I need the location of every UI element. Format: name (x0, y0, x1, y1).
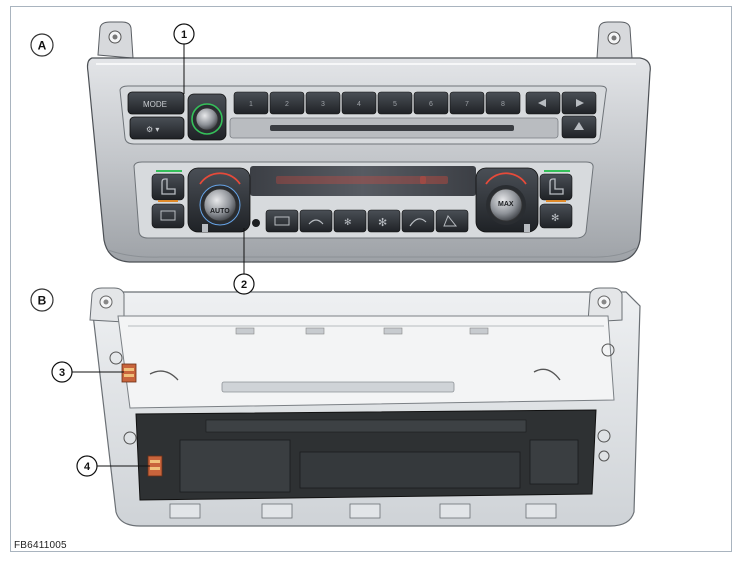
defrost-icon (308, 219, 324, 225)
front-defrost-button[interactable] (299, 209, 333, 233)
fan-up-button[interactable] (367, 209, 401, 233)
temp-sensor (252, 219, 260, 227)
view-a-drawing: MODE ⚙ ▾ 1 2 3 4 5 6 7 8 (86, 21, 651, 263)
mounting-tab-left (97, 21, 134, 59)
mounting-tab-b-left (89, 287, 125, 323)
callout-2: 2 (233, 228, 255, 295)
fan-icon: ✻ (344, 217, 352, 227)
preset-3-button[interactable] (305, 91, 341, 115)
callout-1-number: 1 (181, 29, 187, 41)
seat-heat-icon (161, 178, 176, 195)
view-b-label: B (38, 294, 47, 308)
preset-8-label: 8 (501, 101, 505, 108)
connector-4 (147, 455, 163, 477)
connector-3 (121, 363, 137, 383)
ac-button[interactable] (539, 203, 573, 229)
view-b-badge: B (30, 288, 54, 312)
preset-3-label: 3 (321, 101, 325, 108)
preset-4-label: 4 (357, 101, 361, 108)
preset-2-label: 2 (285, 101, 289, 108)
rear-window-defrost-button[interactable] (265, 209, 299, 233)
voice-button[interactable] (129, 116, 185, 140)
preset-2-button[interactable] (269, 91, 305, 115)
eject-icon (574, 122, 584, 130)
fan-down-button[interactable] (333, 209, 367, 233)
callout-1: 1 (173, 23, 195, 94)
svg-text:✻: ✻ (551, 213, 559, 224)
preset-8-button[interactable] (485, 91, 521, 115)
preset-6-button[interactable] (413, 91, 449, 115)
preset-1-label: 1 (249, 101, 253, 108)
mode-button[interactable] (127, 91, 185, 115)
view-a-label: A (38, 39, 47, 53)
rear-defrost-button[interactable] (151, 203, 185, 229)
callout-3: 3 (51, 361, 124, 383)
preset-7-button[interactable] (449, 91, 485, 115)
right-temp-knob[interactable]: MAX (475, 167, 539, 233)
seat-heat-left-button[interactable] (151, 173, 185, 201)
recirculation-icon (409, 218, 427, 227)
recirculation-button[interactable] (401, 209, 435, 233)
max-label: MAX (498, 201, 514, 208)
view-b-drawing (89, 287, 641, 527)
volume-knob[interactable] (187, 93, 227, 141)
callout-2-number: 2 (241, 279, 247, 291)
climate-buttons: ✻ ✻ (265, 209, 469, 233)
seat-heat-right-button[interactable] (539, 173, 573, 201)
preset-4-button[interactable] (341, 91, 377, 115)
auto-label: AUTO (210, 208, 230, 215)
bottom-clips (169, 503, 557, 519)
mode-label: MODE (143, 100, 167, 109)
mounting-tab-b-right (587, 287, 623, 323)
radio-module-back (117, 315, 615, 409)
callout-3-number: 3 (59, 367, 65, 379)
figure-code: FB6411005 (14, 540, 67, 551)
left-temp-knob[interactable]: AUTO (187, 167, 251, 233)
preset-7-label: 7 (465, 101, 469, 108)
callout-4: 4 (76, 455, 150, 477)
voice-icon: ⚙ ▾ (146, 125, 159, 134)
preset-1-button[interactable] (233, 91, 269, 115)
seek-back-icon (538, 99, 546, 107)
preset-buttons: 1 2 3 4 5 6 7 8 (233, 91, 521, 115)
preset-5-label: 5 (393, 101, 397, 108)
callout-4-number: 4 (84, 461, 91, 473)
mounting-tab-right (596, 21, 633, 59)
view-a-badge: A (30, 33, 54, 57)
seek-forward-icon (576, 99, 584, 107)
preset-5-button[interactable] (377, 91, 413, 115)
preset-6-label: 6 (429, 101, 433, 108)
climate-display (250, 166, 476, 196)
fan-icon-large: ✻ (378, 217, 387, 229)
